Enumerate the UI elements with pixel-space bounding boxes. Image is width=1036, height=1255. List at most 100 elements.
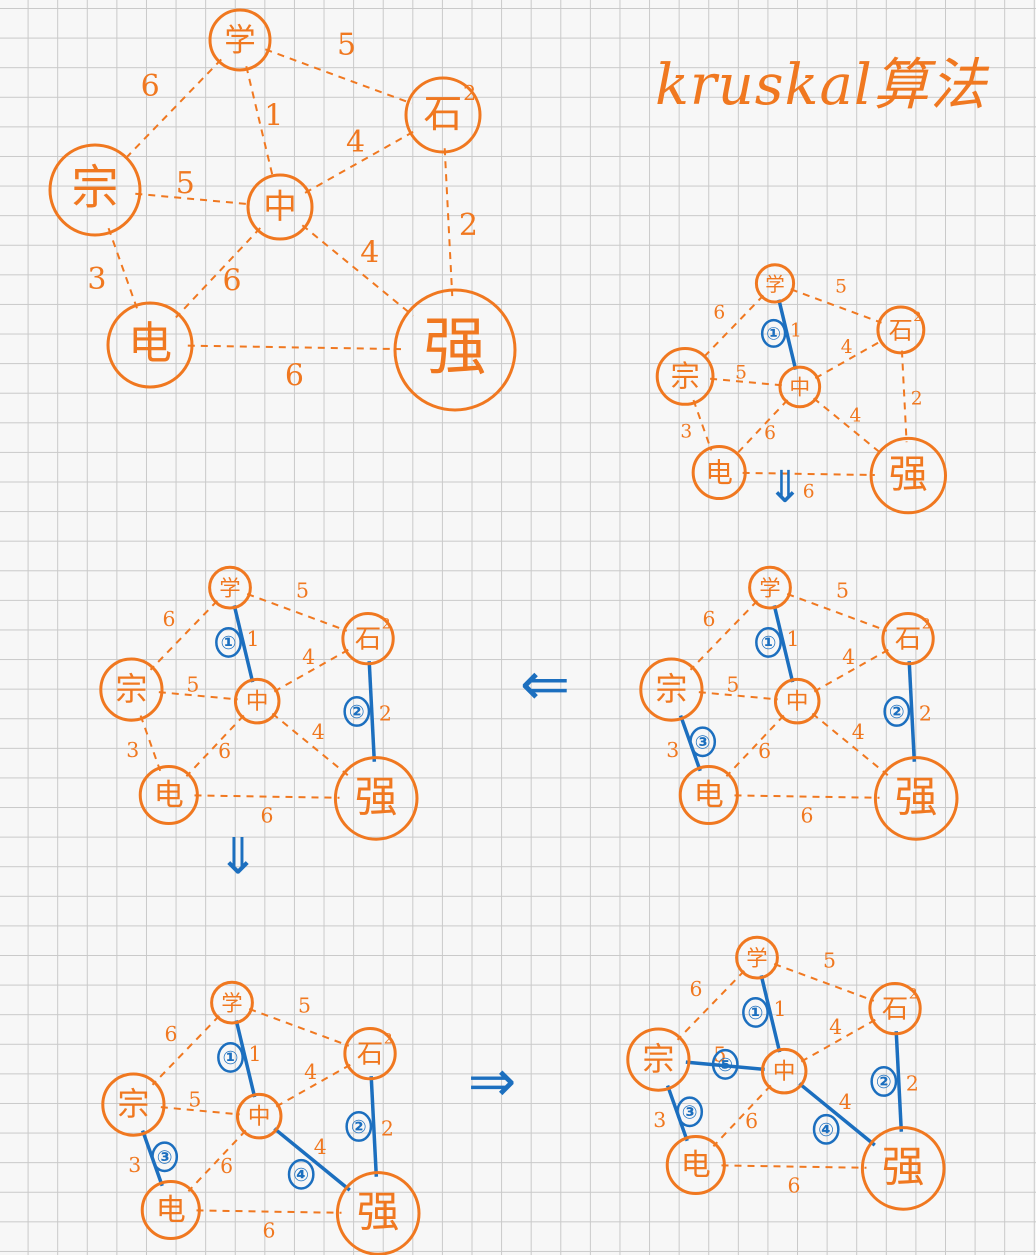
- edge-weight-zhong-shi: 4: [841, 337, 853, 358]
- node-qiang-circle: [393, 288, 517, 412]
- node-xue-label: 学: [765, 273, 785, 296]
- node-dian-label: 电: [681, 1148, 711, 1183]
- node-zong-label: 宗: [117, 1085, 149, 1123]
- node-xue-circle: [748, 565, 792, 610]
- arrow-right: ⇒: [468, 1047, 517, 1115]
- edge-dian-qiang: [721, 1164, 867, 1169]
- edge-weight-xue-zhong: 1: [264, 99, 283, 134]
- node-shi-circle: [343, 1026, 397, 1081]
- step-marker-1: ①: [766, 324, 781, 344]
- edge-zhong-qiang: [812, 397, 884, 456]
- node-zhong-label: 中: [773, 1059, 796, 1085]
- node-zhong-label: 中: [789, 375, 810, 399]
- node-xue-label: 学: [221, 992, 242, 1017]
- edge-weight-xue-zhong: 1: [773, 997, 786, 1021]
- edge-zhong-shi: [800, 1018, 876, 1063]
- edge-weight-xue-zong: 6: [141, 69, 160, 104]
- step-marker-circle: [689, 726, 717, 758]
- edge-weight-zhong-shi: 4: [829, 1015, 842, 1039]
- step-marker-4: ④: [293, 1165, 309, 1186]
- node-shi-superscript: 2: [922, 616, 931, 632]
- edge-dian-qiang: [742, 471, 875, 477]
- edge-dian-qiang: [187, 344, 402, 351]
- edge-weight-zhong-dian: 6: [758, 739, 771, 763]
- edge-xue-zong: [689, 600, 758, 671]
- step-marker-2: ②: [889, 702, 905, 723]
- step-marker-circle: [883, 696, 911, 727]
- edge-weight-xue-zhong: 1: [248, 1042, 261, 1066]
- node-dian-circle: [691, 444, 747, 501]
- edge-xue-zhong: [245, 66, 275, 180]
- edge-shi-qiang: [443, 148, 454, 297]
- edge-weight-shi-qiang: 2: [381, 1116, 394, 1140]
- node-zhong-circle: [778, 365, 822, 409]
- node-xue-label: 学: [224, 23, 256, 59]
- node-zhong-label: 中: [263, 187, 297, 226]
- node-dian-circle: [140, 1179, 201, 1241]
- edge-zong-zhong: [135, 192, 252, 206]
- edge-shi-qiang-selected: [907, 661, 917, 762]
- edge-weight-xue-shi: 5: [298, 993, 311, 1017]
- edge-weight-shi-qiang: 2: [906, 1071, 919, 1095]
- node-shi-label: 石: [895, 624, 921, 655]
- edge-shi-qiang-selected: [367, 661, 377, 762]
- step-marker-circle: [760, 318, 787, 348]
- edge-shi-qiang-selected: [369, 1076, 379, 1177]
- edge-weight-xue-zhong: 1: [786, 627, 799, 651]
- node-shi-circle: [404, 76, 482, 154]
- edge-weight-zong-zhong: 5: [726, 673, 739, 697]
- node-dian-label: 电: [706, 458, 733, 489]
- step-marker-circle: [676, 1096, 704, 1128]
- step-marker-5: ⑤: [717, 1055, 733, 1076]
- edge-zhong-qiang-selected: [273, 1127, 351, 1192]
- edge-weight-dian-qiang: 6: [788, 1174, 801, 1198]
- step-marker-2: ②: [876, 1072, 892, 1093]
- edge-zhong-qiang: [271, 712, 349, 776]
- node-zhong-label: 中: [248, 1104, 271, 1130]
- node-zong-circle: [99, 657, 164, 722]
- edge-weight-zong-zhong: 5: [735, 362, 747, 383]
- node-shi-circle: [868, 981, 922, 1036]
- node-shi-superscript: 2: [463, 81, 476, 105]
- node-xue-circle: [754, 263, 796, 304]
- step-marker-3: ③: [695, 732, 711, 753]
- edge-zhong-qiang: [811, 712, 889, 776]
- node-dian-label: 电: [128, 319, 172, 370]
- edge-weight-shi-qiang: 2: [379, 701, 392, 725]
- edge-weight-shi-qiang: 2: [911, 388, 923, 409]
- node-qiang-label: 强: [895, 772, 938, 822]
- edge-dian-qiang: [196, 1209, 342, 1214]
- edge-xue-shi: [264, 48, 413, 105]
- node-zong-circle: [48, 143, 142, 237]
- edge-weight-zong-dian: 3: [680, 422, 692, 443]
- step-marker-circle: [217, 1041, 244, 1073]
- edge-zong-dian: [139, 715, 162, 772]
- edge-shi-qiang-selected: [894, 1031, 904, 1132]
- edge-zhong-shi: [275, 1063, 351, 1108]
- node-qiang-circle: [333, 756, 419, 841]
- node-qiang-circle: [873, 756, 959, 841]
- node-shi-circle: [341, 611, 395, 666]
- node-shi-label: 石: [355, 624, 381, 655]
- edge-zhong-shi: [304, 130, 415, 194]
- page-title: kruskal算法: [655, 53, 987, 118]
- node-xue-circle: [210, 980, 254, 1025]
- edge-weight-zong-dian: 3: [128, 1153, 141, 1177]
- edge-weight-zhong-qiang: 4: [839, 1090, 852, 1114]
- node-shi-superscript: 2: [382, 616, 391, 632]
- step-marker-circle: [742, 996, 769, 1028]
- edge-dian-qiang: [194, 794, 340, 799]
- node-qiang-label: 强: [357, 1187, 400, 1237]
- step-marker-4: ④: [818, 1120, 834, 1141]
- node-zhong-circle: [233, 677, 281, 725]
- edge-zong-dian: [692, 399, 713, 451]
- edge-shi-qiang: [900, 350, 908, 443]
- edge-weight-zhong-qiang: 4: [850, 405, 862, 426]
- edge-xue-zong: [676, 970, 745, 1041]
- edge-weight-zong-dian: 3: [666, 738, 679, 762]
- node-shi-circle: [881, 611, 935, 666]
- node-qiang-label: 强: [355, 772, 398, 822]
- node-zong-label: 宗: [642, 1040, 674, 1078]
